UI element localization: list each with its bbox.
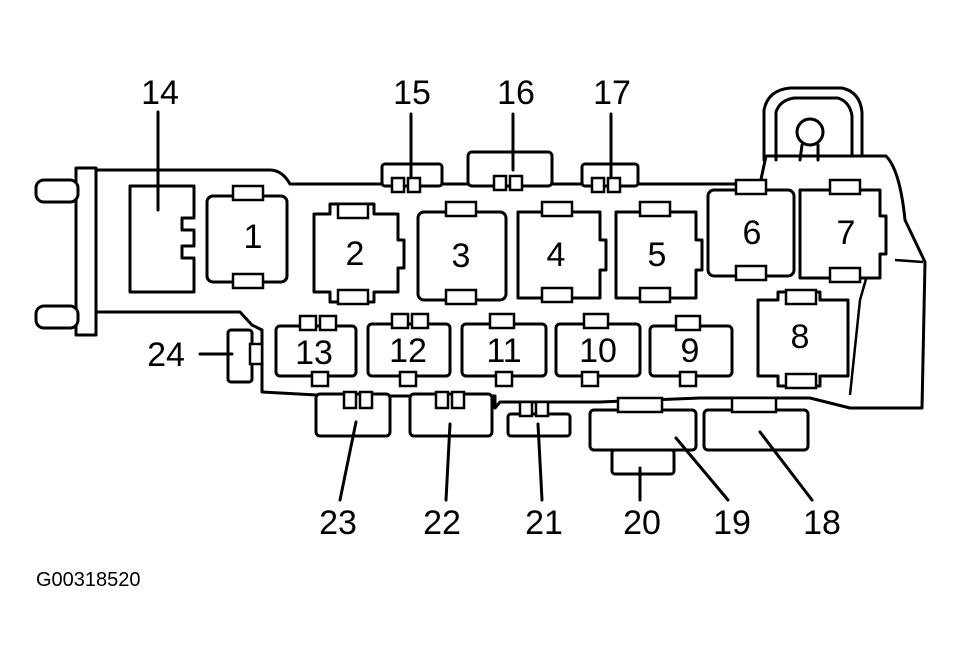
relay-4: 4 — [516, 200, 608, 304]
callout-labels: 14 15 16 17 24 23 22 21 20 19 18 — [141, 74, 841, 542]
figure-id: G00318520 — [36, 569, 141, 591]
connector-24 — [226, 328, 264, 384]
relay-7: 7 — [798, 178, 888, 284]
relay-5: 5 — [614, 200, 704, 304]
relay-number-2: 2 — [346, 235, 365, 273]
relay-2: 2 — [312, 202, 406, 306]
relay-11: 11 — [460, 312, 548, 388]
callout-22: 22 — [423, 504, 461, 542]
relay-10: 10 — [554, 312, 642, 388]
callout-15: 15 — [393, 74, 431, 112]
relay-number-8: 8 — [791, 318, 810, 356]
relay-number-13: 13 — [295, 334, 333, 372]
relay-number-10: 10 — [579, 332, 617, 370]
relay-number-4: 4 — [547, 236, 566, 274]
connector-20 — [610, 448, 676, 476]
relay-1: 1 — [205, 184, 289, 290]
callout-24: 24 — [147, 336, 185, 374]
relay-number-11: 11 — [486, 332, 521, 370]
relay-number-6: 6 — [743, 214, 762, 252]
connector-16 — [466, 150, 554, 192]
callout-21: 21 — [525, 504, 563, 542]
callout-17: 17 — [593, 74, 631, 112]
relay-12: 12 — [366, 312, 452, 388]
relay-number-12: 12 — [389, 332, 427, 370]
relay-number-5: 5 — [648, 236, 667, 274]
callout-16: 16 — [497, 74, 535, 112]
callout-18: 18 — [803, 504, 841, 542]
relay-number-1: 1 — [244, 218, 263, 256]
relay-number-3: 3 — [452, 237, 471, 275]
relay-6: 6 — [706, 178, 796, 282]
relay-14 — [128, 184, 196, 294]
relay-number-9: 9 — [681, 332, 700, 370]
callout-14: 14 — [141, 74, 179, 112]
callout-19: 19 — [713, 504, 751, 542]
connector-18 — [702, 396, 810, 452]
leader-lines — [156, 110, 814, 502]
connector-22 — [408, 390, 494, 438]
callout-23: 23 — [319, 504, 357, 542]
relay-13: 13 — [274, 314, 358, 388]
callout-20: 20 — [623, 504, 661, 542]
housing — [34, 86, 927, 410]
relay-3: 3 — [416, 200, 508, 306]
relay-number-7: 7 — [837, 214, 856, 252]
relay-9: 9 — [648, 314, 734, 388]
relay-8: 8 — [756, 288, 850, 390]
